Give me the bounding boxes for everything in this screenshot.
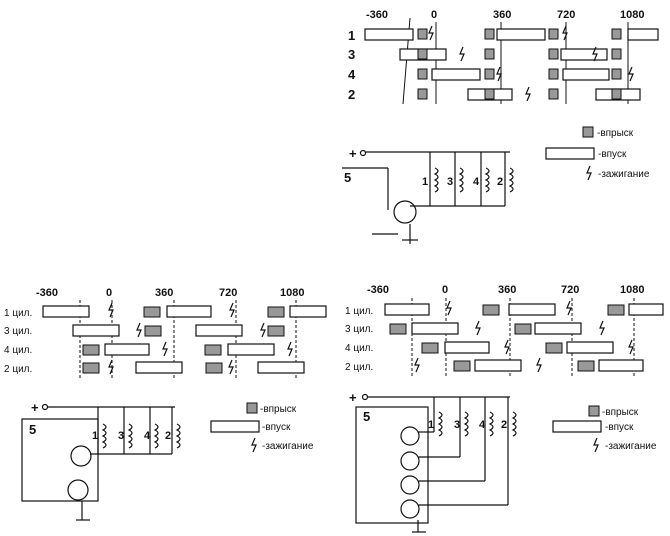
block-5-label: 5 [363,409,370,424]
row-label: 3 цил. [4,326,32,337]
coil-label: 2 [165,430,171,442]
row-label: 3 цил. [345,324,373,335]
plus-sign: + [349,390,357,405]
legend-injection: -впрыск [260,404,297,415]
legend-intake: -впуск [605,422,634,433]
intake-legend-icon [545,147,595,160]
row-label: 2 [348,87,355,102]
coil-label: 3 [447,176,453,188]
legend-injection: -впрыск [602,407,639,418]
axis-label: -360 [367,284,389,296]
intake-legend-icon [552,420,602,433]
axis-label: 0 [431,9,437,21]
top-timing-chart: -360 0 360 720 1080 1 3 4 2 [348,9,659,105]
legend-ignition: -зажигание [605,441,657,452]
ignition-sparks [428,25,634,102]
injection-squares [417,28,622,100]
ignition-sparks [414,300,634,373]
legend-intake: -впуск [598,149,627,160]
injection-legend-icon [246,402,258,414]
axis-label: 720 [557,9,575,21]
top-legend: -впрыск -впуск -зажигание [545,126,650,181]
axis-label: 360 [155,287,173,299]
top-ignition-circuit: + 5 1 3 4 2 [342,146,514,244]
bottom-right-legend: -впрыск -впуск -зажигание [552,405,657,453]
coil-label: 2 [497,176,503,188]
injection-squares [82,306,285,374]
row-label: 2 цил. [4,364,32,375]
coil-label: 3 [454,419,460,431]
axis-label: 1080 [620,9,644,21]
coil-label: 4 [479,419,486,431]
bottom-right-ignition-circuit: + 5 1 3 4 2 [349,390,517,533]
plus-sign: + [31,400,39,415]
axis-label: 360 [493,9,511,21]
plus-sign: + [349,146,357,161]
row-label: 4 [348,67,356,82]
row-label: 2 цил. [345,362,373,373]
axis-label: 1080 [620,284,644,296]
row-label: 1 цил. [345,306,373,317]
coil-label: 4 [473,176,480,188]
bottom-left-legend: -впрыск -впуск -зажигание [210,402,314,453]
row-label: 4 цил. [345,343,373,354]
axis-label: -360 [366,9,388,21]
injection-legend-icon [582,126,594,138]
axis-label: 360 [498,284,516,296]
spark-legend-icon [586,165,592,181]
axis-label: 1080 [280,287,304,299]
coil-label: 3 [118,430,124,442]
axis-label: -360 [36,287,58,299]
legend-intake: -впуск [262,422,291,433]
injection-squares [389,304,625,372]
row-label: 1 [348,28,355,43]
injection-legend-icon [588,405,600,417]
legend-ignition: -зажигание [262,441,314,452]
bottom-left-timing-chart: -360 0 360 720 1080 1 цил. 3 цил. 4 цил.… [4,287,327,380]
bottom-right-timing-chart: -360 0 360 720 1080 1 цил. 3 цил. 4 цил.… [345,284,664,378]
spark-legend-icon [593,437,599,453]
row-label: 3 [348,47,355,62]
intake-legend-icon [210,420,260,433]
bottom-left-ignition-circuit: + 5 1 3 4 2 [21,400,181,521]
axis-label: 0 [106,287,112,299]
coil-label: 1 [428,419,434,431]
axis-label: 720 [219,287,237,299]
row-label: 1 цил. [4,308,32,319]
legend-injection: -впрыск [597,128,634,139]
legend-ignition: -зажигание [598,169,650,180]
coil-label: 1 [422,176,428,188]
row-label: 4 цил. [4,345,32,356]
coil-label: 2 [501,419,507,431]
block-5-label: 5 [344,170,351,185]
axis-label: 0 [442,284,448,296]
ignition-sparks [108,302,293,375]
axis-label: 720 [561,284,579,296]
intake-bars [42,305,327,374]
intake-bars [384,303,664,372]
coil-label: 1 [92,430,98,442]
block-5-label: 5 [29,422,36,437]
coil-label: 4 [144,430,151,442]
spark-legend-icon [251,437,257,453]
